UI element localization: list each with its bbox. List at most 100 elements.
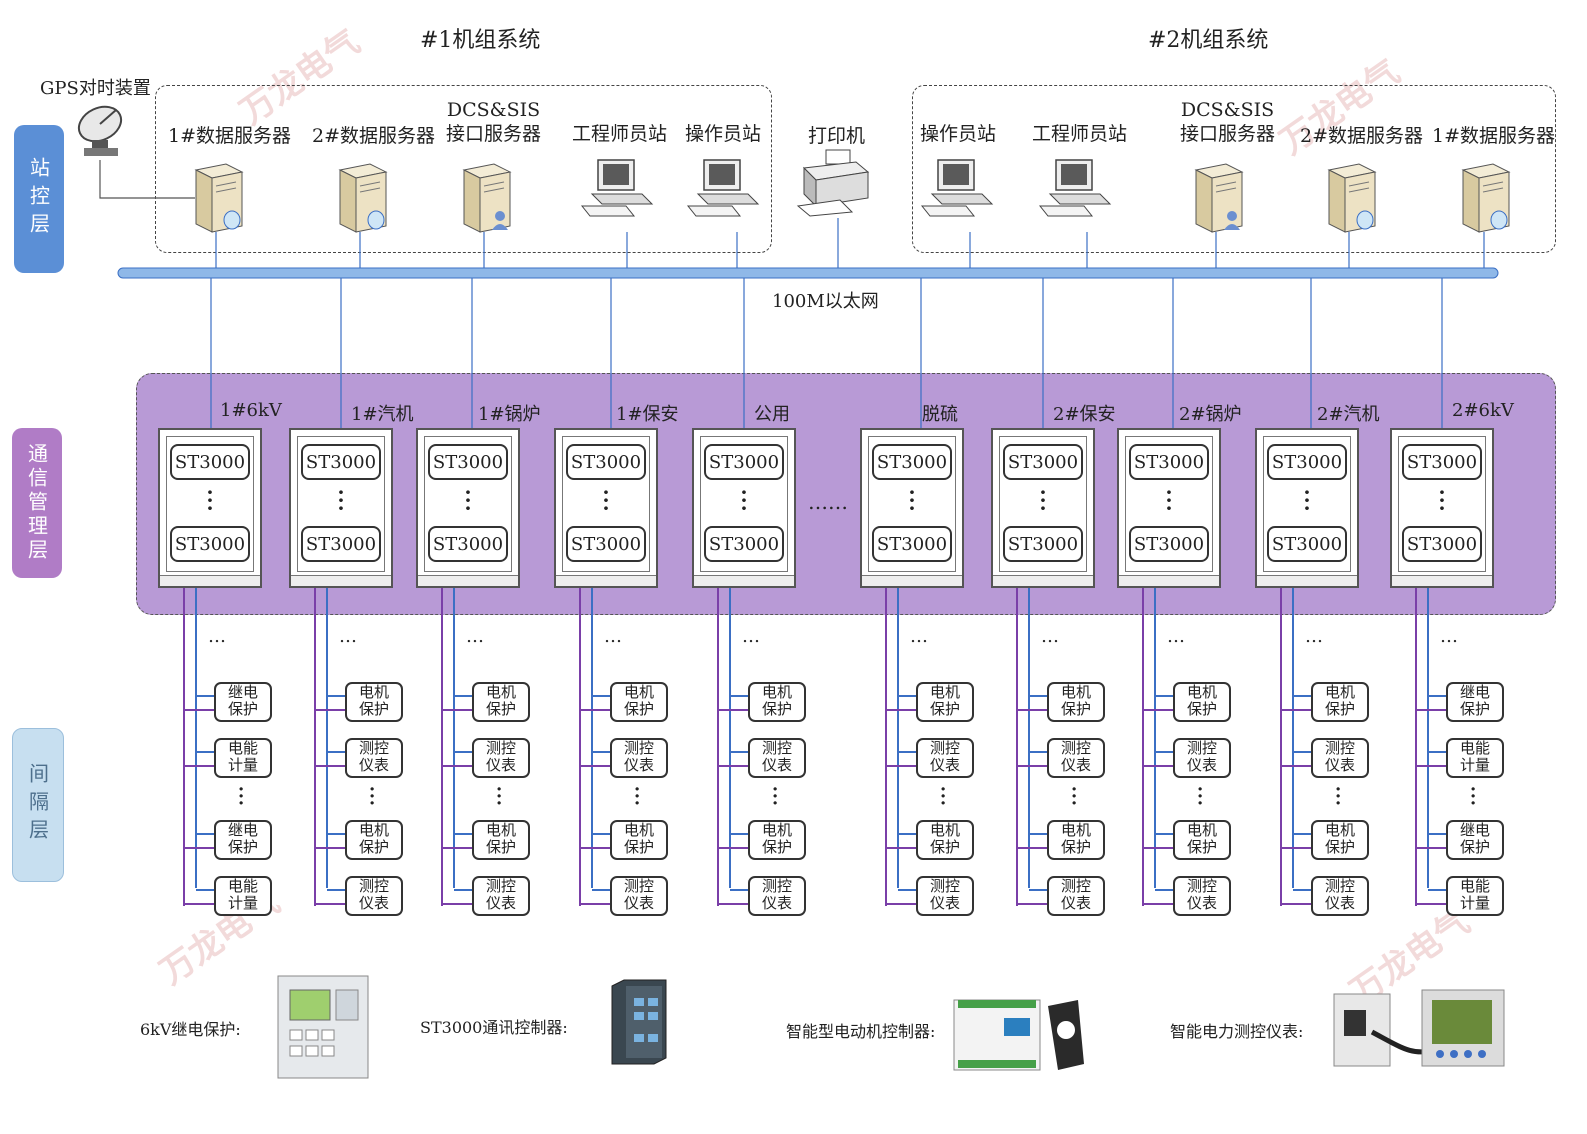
data-server-icon — [339, 163, 387, 233]
bay-ellipsis: … — [466, 626, 484, 647]
bay-ellipsis: … — [742, 626, 760, 647]
bay-device: 测控 仪表 — [916, 876, 974, 916]
bay-device: 测控 仪表 — [1311, 876, 1369, 916]
bay-device: 电机 保护 — [1173, 820, 1231, 860]
module-ellipsis: ··· — [206, 480, 214, 520]
gps-label: GPS对时装置 — [40, 78, 151, 99]
module-ellipsis: ··· — [1303, 480, 1311, 520]
bay-device: 测控 仪表 — [1173, 876, 1231, 916]
st3000-module: ST3000 — [1267, 526, 1347, 562]
bay-device: 电机 保护 — [1311, 682, 1369, 722]
product-label: 智能型电动机控制器: — [786, 1022, 936, 1041]
system-2-title: #2机组系统 — [1148, 28, 1269, 53]
comm-cabinet: ST3000···ST3000 — [416, 428, 520, 588]
device-ellipsis: ··· — [772, 779, 779, 814]
comm-cabinet: ST3000···ST3000 — [158, 428, 262, 588]
module-ellipsis: ··· — [1165, 480, 1173, 520]
bay-device: 测控 仪表 — [1047, 738, 1105, 778]
motor-controller-image — [953, 999, 1084, 1071]
bay-device: 测控 仪表 — [610, 876, 668, 916]
bay-device: 继电 保护 — [214, 820, 272, 860]
bay-device: 电机 保护 — [472, 820, 530, 860]
bay-device: 电机 保护 — [916, 820, 974, 860]
module-ellipsis: ··· — [602, 480, 610, 520]
station-label: 操作员站 — [685, 123, 762, 145]
relay-protection-device-image — [277, 975, 369, 1079]
station-label: 2#数据服务器 — [312, 125, 436, 147]
st3000-module: ST3000 — [566, 444, 646, 480]
gps-antenna-icon — [77, 105, 123, 156]
data-server-icon — [1462, 163, 1510, 233]
data-server-icon — [1328, 163, 1376, 233]
station-label: 工程师员站 — [572, 123, 668, 145]
bay-device: 电机 保护 — [1047, 820, 1105, 860]
device-ellipsis: ··· — [1197, 779, 1204, 814]
module-ellipsis: ··· — [740, 480, 748, 520]
st3000-module: ST3000 — [301, 444, 381, 480]
bay-ellipsis: … — [339, 626, 357, 647]
bay-device: 测控 仪表 — [610, 738, 668, 778]
station-label: DCS&SIS 接口服务器 — [1180, 99, 1276, 145]
st3000-module: ST3000 — [170, 444, 250, 480]
product-label: ST3000通讯控制器: — [420, 1018, 568, 1037]
station-label: 2#数据服务器 — [1300, 125, 1424, 147]
product-label: 智能电力测控仪表: — [1170, 1022, 1304, 1041]
station-label: DCS&SIS 接口服务器 — [446, 99, 542, 145]
st3000-module: ST3000 — [1003, 444, 1083, 480]
bay-device: 测控 仪表 — [472, 738, 530, 778]
cabinet-label: 1#锅炉 — [478, 404, 541, 425]
st3000-module: ST3000 — [704, 526, 784, 562]
system-2-group — [912, 85, 1556, 253]
interface-server-icon — [1195, 163, 1243, 233]
bay-device: 测控 仪表 — [1047, 876, 1105, 916]
printer-icon — [796, 149, 870, 217]
st3000-module: ST3000 — [1003, 526, 1083, 562]
workstation-icon — [581, 159, 653, 217]
bay-device: 电能 计量 — [214, 876, 272, 916]
comm-cabinet: ST3000···ST3000 — [860, 428, 964, 588]
cabinet-label: 2#汽机 — [1317, 404, 1380, 425]
cabinet-label: 2#保安 — [1053, 404, 1116, 425]
st3000-module: ST3000 — [1267, 444, 1347, 480]
st3000-module: ST3000 — [1402, 444, 1482, 480]
bay-device: 电机 保护 — [1047, 682, 1105, 722]
cabinet-label: 公用 — [754, 404, 790, 425]
comm-cabinet: ST3000···ST3000 — [1255, 428, 1359, 588]
st3000-controller-image — [611, 979, 667, 1065]
station-label: 1#数据服务器 — [1432, 125, 1556, 147]
comm-cabinet: ST3000···ST3000 — [1390, 428, 1494, 588]
module-ellipsis: ··· — [908, 480, 916, 520]
bay-ellipsis: … — [1167, 626, 1185, 647]
st3000-module: ST3000 — [566, 526, 646, 562]
cabinet-label: 脱硫 — [922, 404, 958, 425]
device-ellipsis: ··· — [496, 779, 503, 814]
device-ellipsis: ··· — [238, 779, 245, 814]
bay-device: 电机 保护 — [610, 682, 668, 722]
power-meter-image — [1333, 989, 1505, 1067]
interface-server-icon — [463, 163, 511, 233]
st3000-module: ST3000 — [170, 526, 250, 562]
st3000-module: ST3000 — [1129, 444, 1209, 480]
bay-ellipsis: … — [1440, 626, 1458, 647]
network-label: 100M以太网 — [772, 291, 879, 312]
device-ellipsis: ··· — [634, 779, 641, 814]
bay-device: 测控 仪表 — [748, 876, 806, 916]
bay-device: 电机 保护 — [1173, 682, 1231, 722]
comm-cabinet: ST3000···ST3000 — [991, 428, 1095, 588]
bay-ellipsis: … — [604, 626, 622, 647]
st3000-module: ST3000 — [428, 444, 508, 480]
bay-device: 电机 保护 — [472, 682, 530, 722]
bay-device: 继电 保护 — [1446, 820, 1504, 860]
bay-device: 测控 仪表 — [916, 738, 974, 778]
module-ellipsis: ··· — [464, 480, 472, 520]
device-ellipsis: ··· — [1071, 779, 1078, 814]
device-ellipsis: ··· — [1335, 779, 1342, 814]
st3000-module: ST3000 — [872, 526, 952, 562]
printer-label: 打印机 — [808, 125, 866, 147]
product-label: 6kV继电保护: — [140, 1020, 241, 1039]
workstation-icon — [1039, 159, 1111, 217]
system-1-group — [155, 85, 772, 253]
comm-cabinet: ST3000···ST3000 — [1117, 428, 1221, 588]
device-ellipsis: ··· — [1470, 779, 1477, 814]
